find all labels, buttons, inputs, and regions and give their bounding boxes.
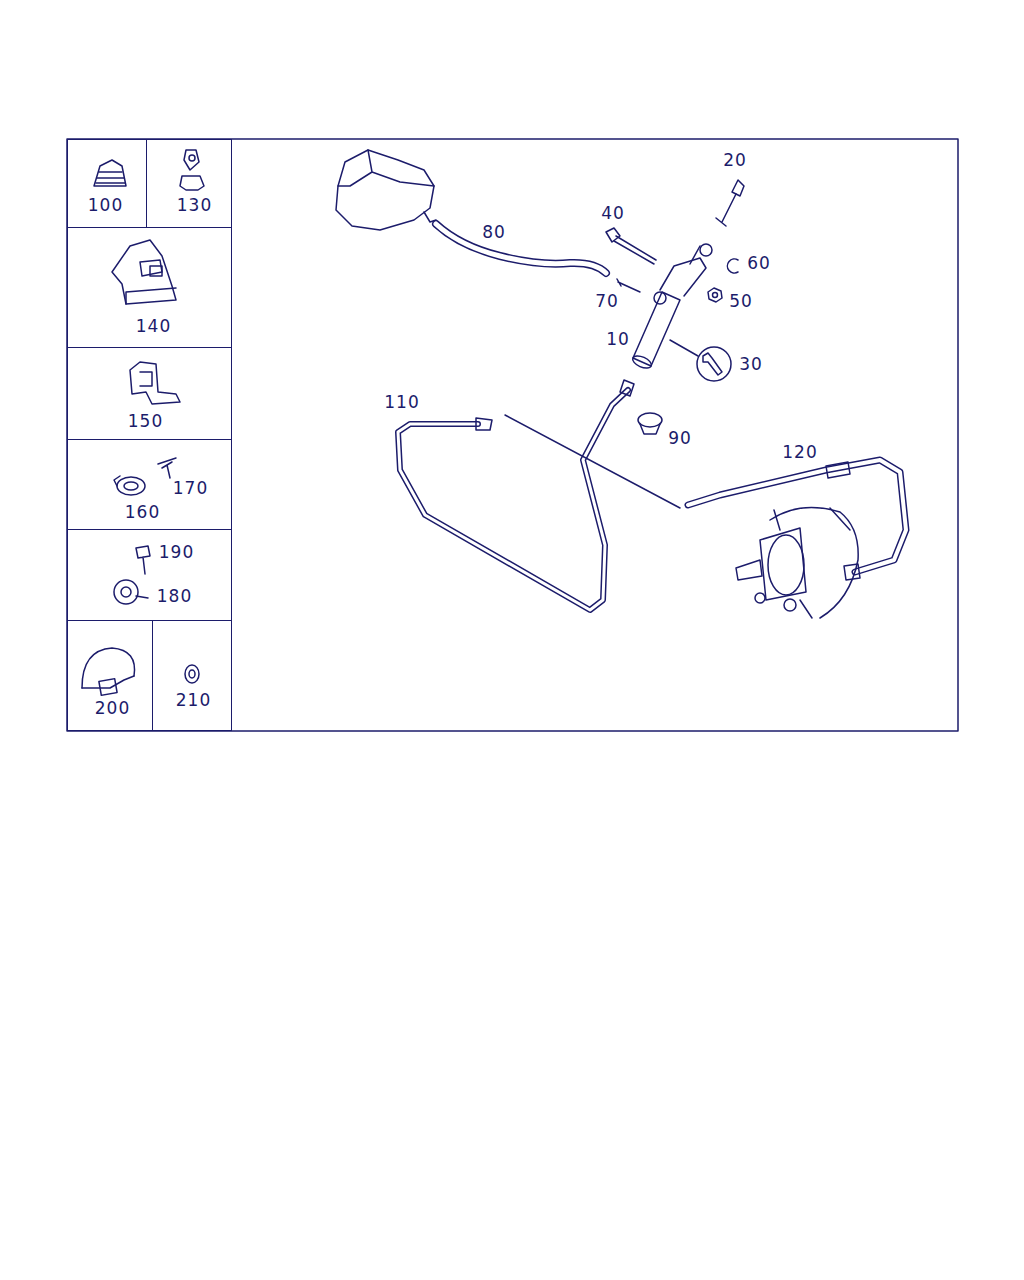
transmission-sketch — [736, 508, 858, 619]
wrench-symbol — [697, 347, 731, 381]
callout-number: 80 — [480, 222, 508, 242]
part-cell: 210 — [152, 620, 232, 731]
callout-number: 140 — [134, 316, 173, 336]
part-cell: 170 160 — [67, 439, 232, 530]
leader-line — [505, 415, 680, 508]
panel-frame — [67, 139, 958, 731]
pipe-inner — [398, 390, 628, 610]
reservoir — [336, 150, 436, 230]
callout-number: 110 — [382, 392, 421, 412]
pushrod — [716, 180, 744, 226]
part-cell: 200 — [67, 620, 153, 731]
holder-icon — [130, 362, 180, 404]
callout-number: 40 — [599, 203, 627, 223]
callout-number: 60 — [745, 253, 773, 273]
hose-inner — [436, 224, 606, 273]
grommet — [638, 413, 662, 434]
callout-number: 30 — [737, 354, 765, 374]
callout-number: 160 — [123, 502, 162, 522]
hose-fitting — [844, 564, 860, 580]
callout-number: 10 — [604, 329, 632, 349]
bolt-clip-icon — [114, 546, 150, 604]
cylinder — [631, 244, 712, 371]
hose-fitting — [826, 462, 850, 478]
bolt — [606, 228, 656, 264]
band-clamp-icon — [82, 648, 135, 695]
pipe-fitting — [620, 380, 634, 396]
pipe — [398, 390, 628, 610]
pipe-fitting — [476, 418, 492, 430]
part-cell: 150 — [67, 347, 232, 440]
part-cell: 130 — [146, 139, 232, 228]
callout-number: 90 — [666, 428, 694, 448]
callout-number: 70 — [593, 291, 621, 311]
callout-number: 120 — [780, 442, 819, 462]
callout-number: 50 — [727, 291, 755, 311]
callout-number: 170 — [171, 478, 210, 498]
callout-number: 200 — [93, 698, 132, 718]
nut-hole — [713, 293, 718, 298]
bracket-icon — [112, 240, 176, 304]
callout-number: 210 — [174, 690, 213, 710]
hose-inner — [688, 460, 906, 572]
hose — [436, 224, 606, 273]
clip-icon — [180, 150, 204, 190]
callout-number: 190 — [157, 542, 196, 562]
callout-number: 20 — [721, 150, 749, 170]
clip — [727, 259, 738, 273]
part-cell: 190 180 — [67, 529, 232, 621]
clamp-icon — [114, 458, 176, 495]
hose — [688, 460, 906, 572]
part-cell: 140 — [67, 227, 232, 348]
callout-number: 130 — [175, 195, 214, 215]
nut — [708, 288, 722, 302]
grommet-icon — [185, 665, 199, 683]
callout-number: 180 — [155, 586, 194, 606]
callout-number: 100 — [86, 195, 125, 215]
part-cell: 100 — [67, 139, 147, 228]
leader-line — [670, 340, 698, 356]
callout-number: 150 — [126, 411, 165, 431]
boot-icon — [94, 160, 126, 186]
